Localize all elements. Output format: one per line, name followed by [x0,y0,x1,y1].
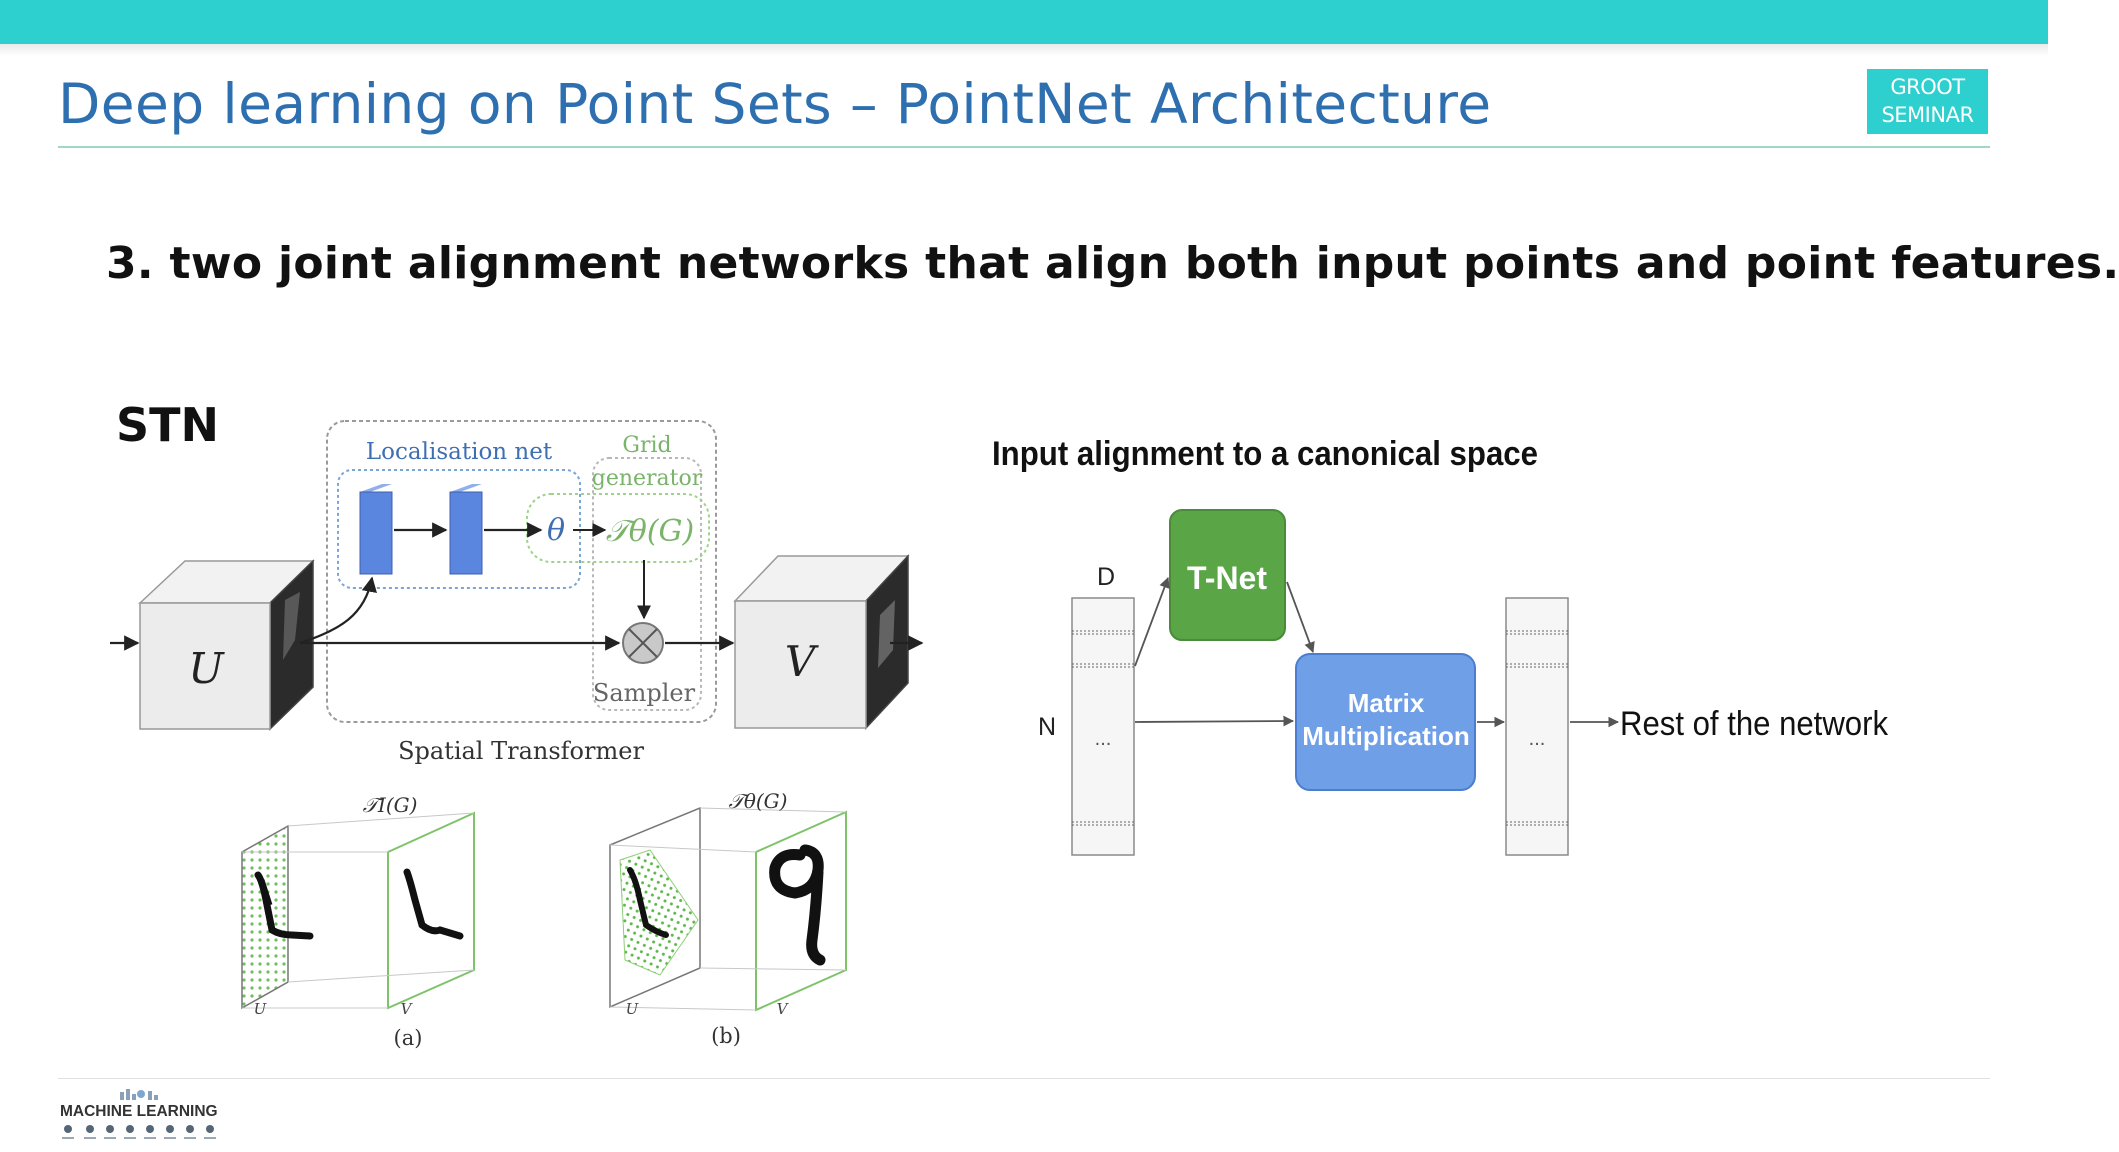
sampler-label: Sampler [593,679,696,707]
badge-line-2: SEMINAR [1881,103,1974,127]
example-a-v: V [401,1000,414,1018]
dim-d-label: D [1097,563,1115,591]
alignment-diagram: Input alignment to a canonical space D N… [992,435,1889,856]
grid-label-2: generator [592,466,703,491]
point-heading: 3. two joint alignment networks that ali… [106,238,2119,289]
stn-label: STN [116,398,220,452]
example-b-u: U [626,1000,640,1018]
tnet-label: T-Net [1187,560,1267,596]
input-matrix [1071,597,1135,856]
grid-label-1: Grid [622,433,671,458]
example-a-u: U [254,1000,268,1018]
output-cube-v [733,554,910,730]
tnet-box [1169,509,1286,641]
top-accent-band [0,0,2048,44]
logo-text: MACHINE LEARNING [60,1103,218,1120]
rest-of-network-label: Rest of the network [1620,705,1889,743]
slide-title: Deep learning on Point Sets – PointNet A… [58,72,1492,136]
output-matrix-ellipsis: ... [1529,728,1546,750]
diagram-canvas: Localisation net Grid generator θ 𝒯θ(G) … [110,420,1889,1050]
cube-v-label: V [785,637,819,686]
sampler-node [622,622,664,664]
grid-generator-box [526,493,710,563]
alignment-title: Input alignment to a canonical space [992,435,1538,473]
transform-symbol: 𝒯θ(G) [606,514,694,549]
example-b-transform: 𝒯θ(G) [729,789,788,813]
example-b [609,806,847,1012]
input-matrix-ellipsis: ... [1095,728,1112,750]
spatial-transformer-caption: Spatial Transformer [398,737,644,765]
top-band-shadow [0,44,2048,56]
matmul-box [1295,653,1476,791]
example-a [241,811,475,1010]
example-b-caption: (b) [711,1024,741,1048]
localisation-net-label: Localisation net [366,439,553,465]
dim-n-label: N [1038,713,1056,741]
title-divider [58,146,1990,148]
stn-diagram: Localisation net Grid generator θ 𝒯θ(G) … [110,420,924,1050]
footer-divider [58,1078,1990,1079]
input-cube-u [138,559,315,731]
matmul-label-2: Multiplication [1302,721,1470,751]
spatial-transformer-box [326,420,717,723]
theta-symbol: θ [547,513,565,548]
logo-graphic-icon [62,1089,216,1139]
cube-u-label: U [188,644,225,693]
badge-line-1: GROOT [1890,75,1965,99]
matmul-label-1: Matrix [1348,688,1425,718]
layer-block-1 [359,484,393,575]
machine-learning-logo: MACHINE LEARNING [58,1086,238,1146]
groot-seminar-badge: GROOT SEMINAR [1867,69,1988,134]
layer-block-2 [449,484,483,575]
sampler-box [592,457,702,711]
example-a-transform: 𝒯I(G) [363,793,418,817]
output-matrix [1505,597,1569,856]
example-a-caption: (a) [394,1026,423,1050]
example-b-v: V [777,1000,790,1018]
